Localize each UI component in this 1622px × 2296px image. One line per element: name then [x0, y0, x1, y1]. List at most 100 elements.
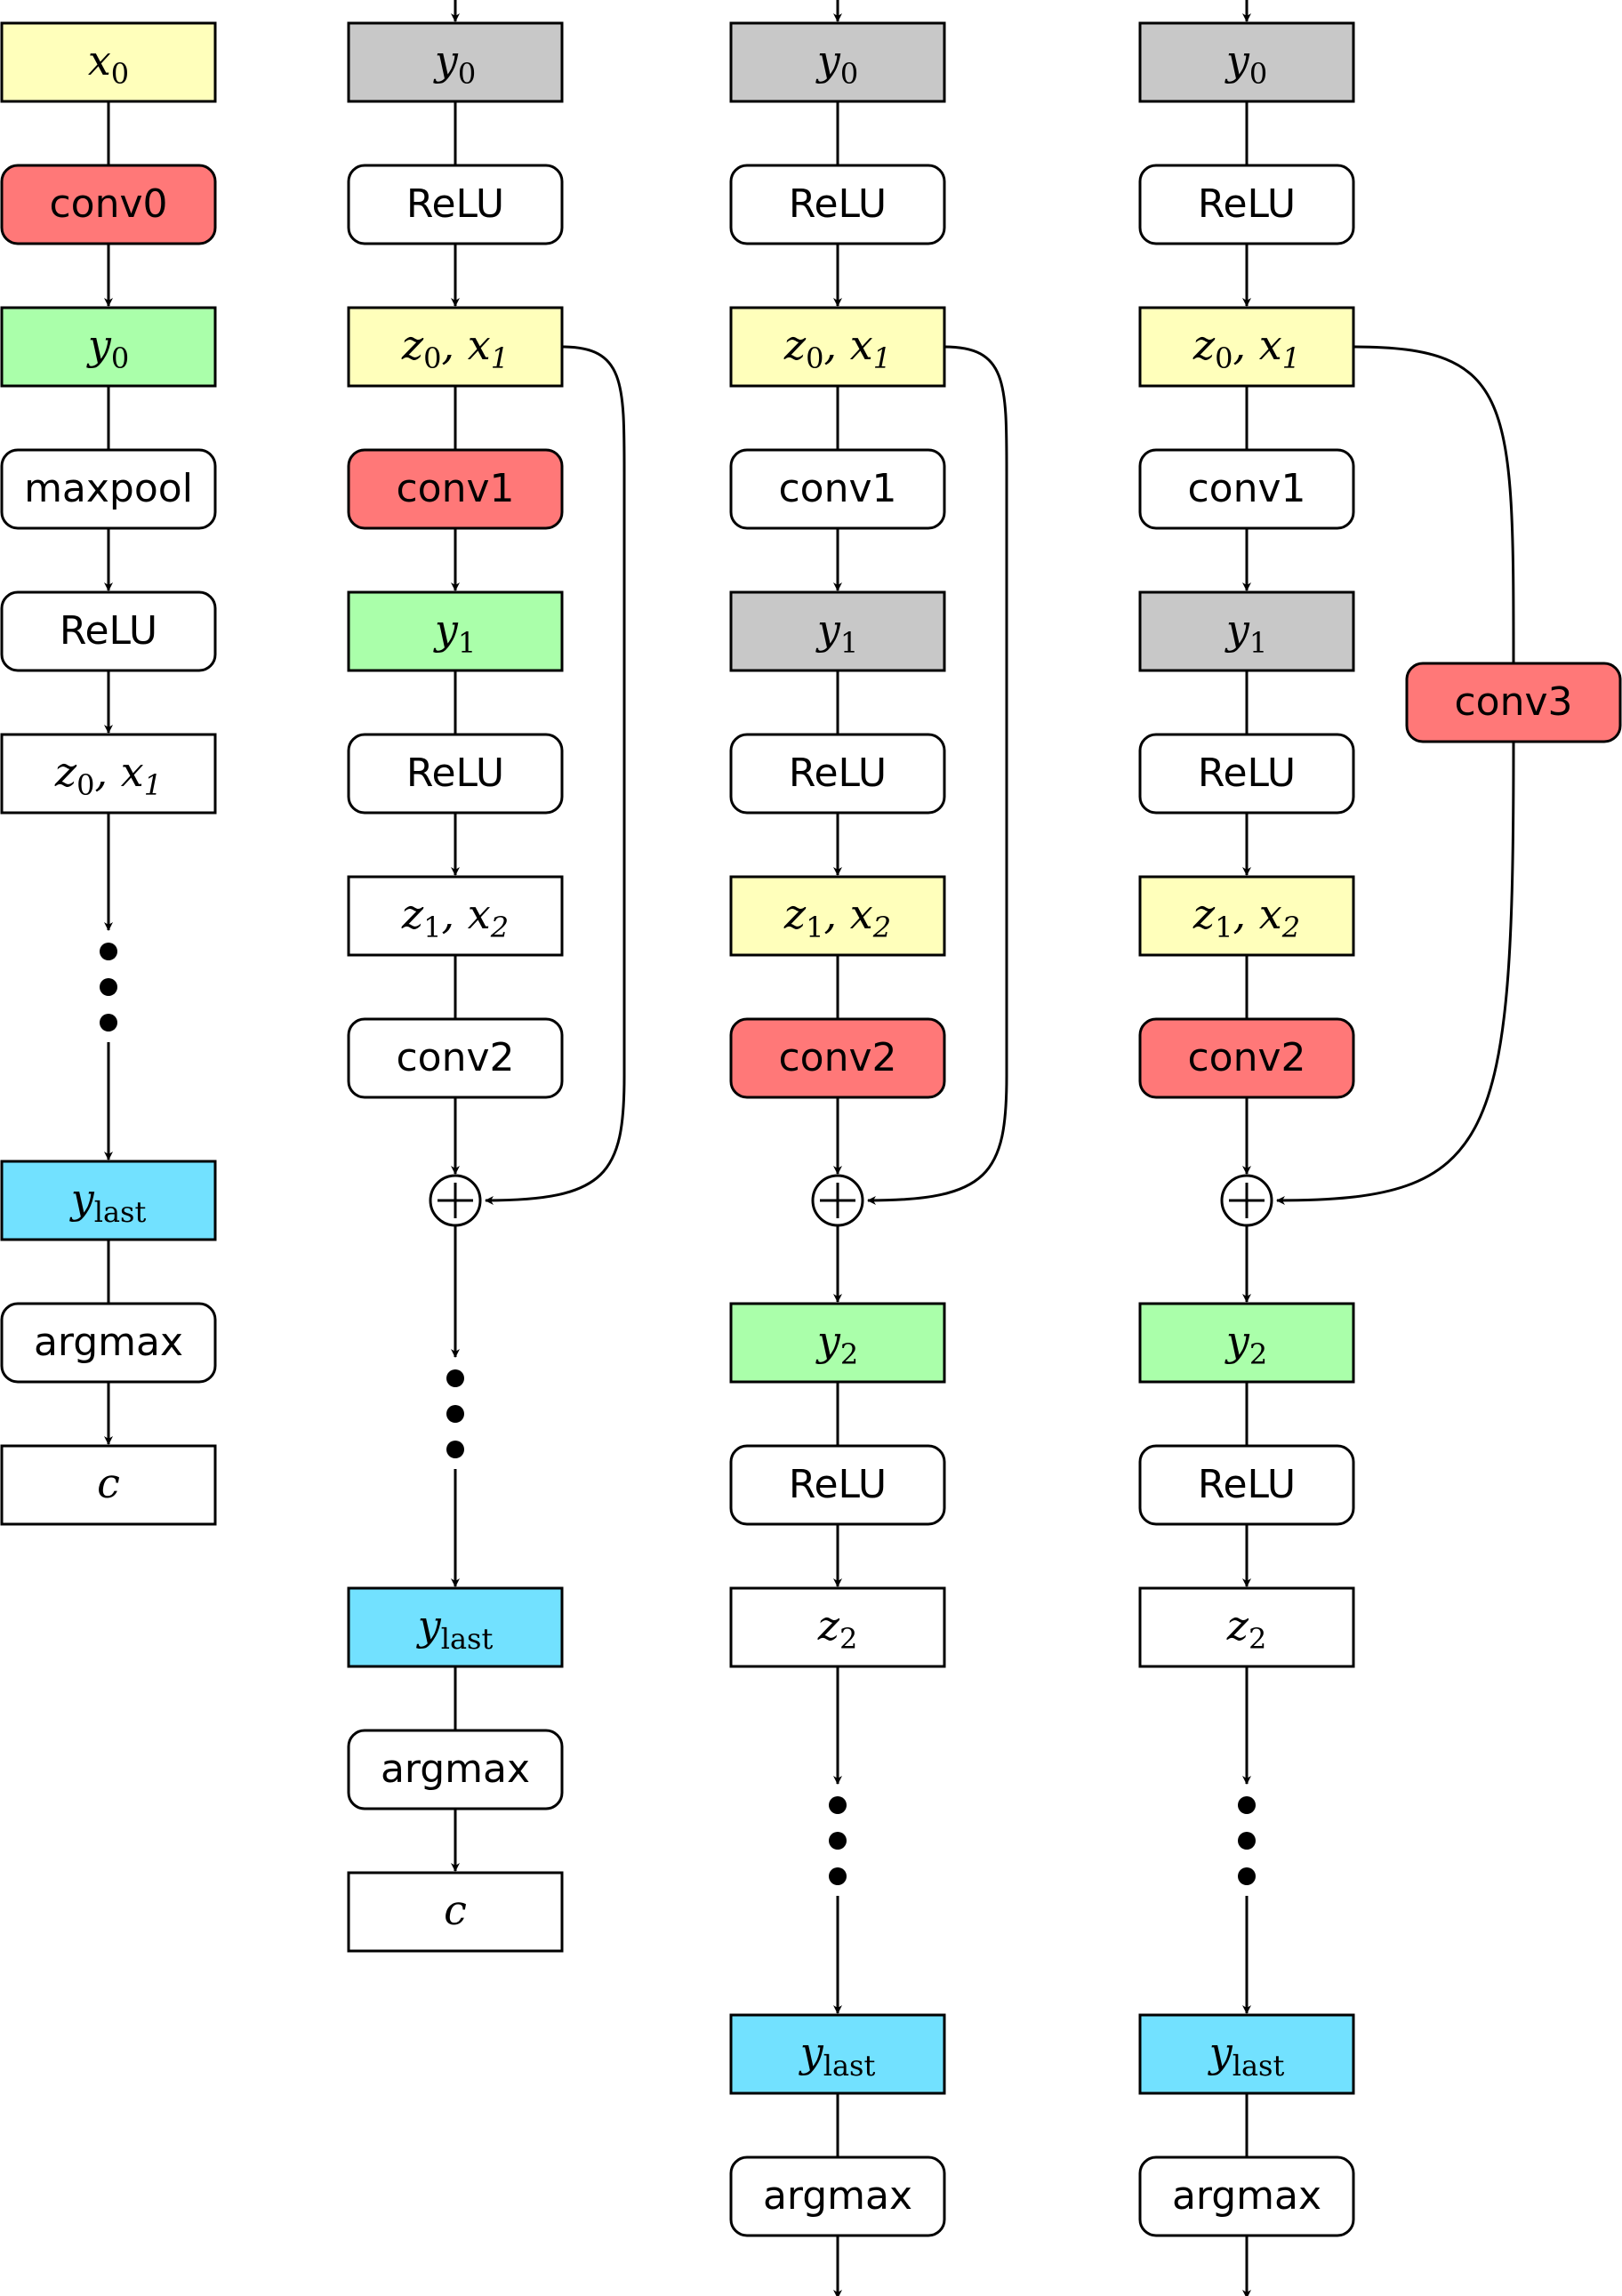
column-1-relu: ReLU [0, 590, 217, 672]
column-2-z1x2-label: z1, x2 [401, 890, 509, 944]
column-3-z1x2-subscript2: 2 [872, 911, 891, 944]
column-2-conv2-label: conv2 [396, 1035, 514, 1080]
column-4-z0x1-comma: , [1233, 321, 1259, 369]
column-1-c-label: c [97, 1459, 120, 1507]
column-3-argmax-box [729, 2156, 946, 2237]
column-1-ylast-label: ylast [69, 1175, 147, 1229]
column-3-z0x1-symbol2: x [850, 321, 873, 369]
column-4-conv2-label: conv2 [1187, 1035, 1305, 1080]
column-3-y0-subscript: 0 [840, 57, 858, 91]
column-2-c: c [347, 1871, 564, 1953]
column-2-c-label: c [444, 1886, 467, 1934]
column-4-z1x2-subscript2: 2 [1281, 911, 1300, 944]
column-4-dots-ellipsis [1238, 1796, 1256, 1885]
column-2-y1-subscript: 1 [458, 626, 476, 660]
column-2-z0x1-box [347, 306, 564, 388]
ellipsis-dot [446, 1441, 464, 1458]
column-1-ylast-symbol: y [69, 1175, 95, 1223]
column-4-z0x1-symbol2: x [1259, 321, 1282, 369]
column-3-y0: y0 [729, 21, 946, 103]
column-1-c-box [0, 1444, 217, 1526]
column-3-relu1-box [729, 733, 946, 815]
column-3-z1x2-symbol2: x [850, 890, 873, 938]
column-2-y1-label: y1 [433, 606, 476, 660]
column-4-relu0: ReLU [1138, 164, 1355, 245]
column-1-maxpool-box [0, 448, 217, 530]
column-3-z1x2-symbol: z [783, 890, 807, 938]
column-4-ylast-symbol: y [1208, 2028, 1233, 2076]
column-2-relu1: ReLU [347, 733, 564, 815]
column-4-y2-subscript: 2 [1249, 1337, 1267, 1371]
column-3-conv1-box [729, 448, 946, 530]
column-3-relu0: ReLU [729, 164, 946, 245]
column-2-z0x1-comma: , [442, 321, 468, 369]
column-3-z0x1-box [729, 306, 946, 388]
column-1-z0x1-symbol: z [54, 748, 77, 796]
column-3-z0x1-label: z0, x1 [783, 321, 891, 375]
column-1-dots-ellipsis [100, 943, 117, 1032]
column-3-z0x1-comma: , [824, 321, 850, 369]
column-4-plus-sum-node [1220, 1174, 1273, 1227]
column-3-y1-label: y1 [815, 606, 858, 660]
column-3-relu0-box [729, 164, 946, 245]
column-4-z2-subscript: 2 [1249, 1622, 1266, 1656]
column-2-relu0: ReLU [347, 164, 564, 245]
column-2-conv1-box [347, 448, 564, 530]
column-2-z0x1-symbol: z [401, 321, 424, 369]
ellipsis-dot [829, 1832, 847, 1850]
column-2-ylast-box [347, 1586, 564, 1668]
column-2-y0-symbol: y [433, 36, 459, 84]
column-4-y0-label: y0 [1225, 36, 1267, 91]
column-4-argmax-box [1138, 2156, 1355, 2237]
column-2-relu1-label: ReLU [406, 751, 504, 796]
column-3-relu2-box [729, 1444, 946, 1526]
column-4-ylast-box [1138, 2013, 1355, 2095]
column-2-z1x2-box [347, 875, 564, 957]
edges-layer [104, 0, 1515, 2296]
column-3-y1-box [729, 590, 946, 672]
ellipsis-dot [100, 978, 117, 996]
column-4-relu0-box [1138, 164, 1355, 245]
column-4-conv3-box [1405, 662, 1622, 743]
column-2-z0x1-symbol2: x [468, 321, 491, 369]
column-3-conv1: conv1 [729, 448, 946, 530]
column-1-relu-label: ReLU [60, 608, 157, 654]
column-3-y2-symbol: y [815, 1317, 841, 1365]
column-3-argmax: argmax [729, 2156, 946, 2237]
column-4-conv3-to-sum [1276, 741, 1515, 1205]
column-1-z0x1-subscript2: 1 [144, 768, 162, 802]
column-3-conv1-label: conv1 [778, 466, 896, 511]
column-4-relu2-box [1138, 1444, 1355, 1526]
column-4-y2-label: y2 [1225, 1317, 1267, 1371]
column-1-relu-box [0, 590, 217, 672]
column-1-maxpool-label: maxpool [24, 466, 193, 511]
column-4-y1: y1 [1138, 590, 1355, 672]
ellipsis-dot [446, 1369, 464, 1387]
column-3-z0x1-symbol: z [783, 321, 807, 369]
column-3-y0-symbol: y [815, 36, 841, 84]
column-3-y1-subscript: 1 [840, 626, 858, 660]
column-2-z0x1-subscript2: 1 [491, 341, 509, 375]
column-2-y0-box [347, 21, 564, 103]
column-1-z0x1-subscript: 0 [76, 768, 94, 802]
column-3-z1x2-comma: , [824, 890, 850, 938]
ellipsis-dot [829, 1796, 847, 1814]
column-3-y2: y2 [729, 1302, 946, 1384]
column-1-ylast-box [0, 1160, 217, 1241]
column-2-ylast: ylast [347, 1586, 564, 1668]
column-4-conv1-box [1138, 448, 1355, 530]
column-2-relu0-box [347, 164, 564, 245]
column-1-y0: y0 [0, 306, 217, 388]
column-2-ylast-label: ylast [416, 1602, 494, 1656]
column-4-argmax-label: argmax [1172, 2173, 1321, 2219]
column-1-x0: x0 [0, 21, 217, 103]
column-4-ylast-subscript: last [1233, 2049, 1285, 2083]
column-3-z2: z2 [729, 1586, 946, 1668]
column-3-relu2-label: ReLU [789, 1462, 887, 1507]
column-1-argmax-label: argmax [34, 1320, 183, 1365]
column-1-z0x1-comma: , [95, 748, 121, 796]
column-3-skip-connection [867, 345, 1008, 1205]
column-2-y1-box [347, 590, 564, 672]
